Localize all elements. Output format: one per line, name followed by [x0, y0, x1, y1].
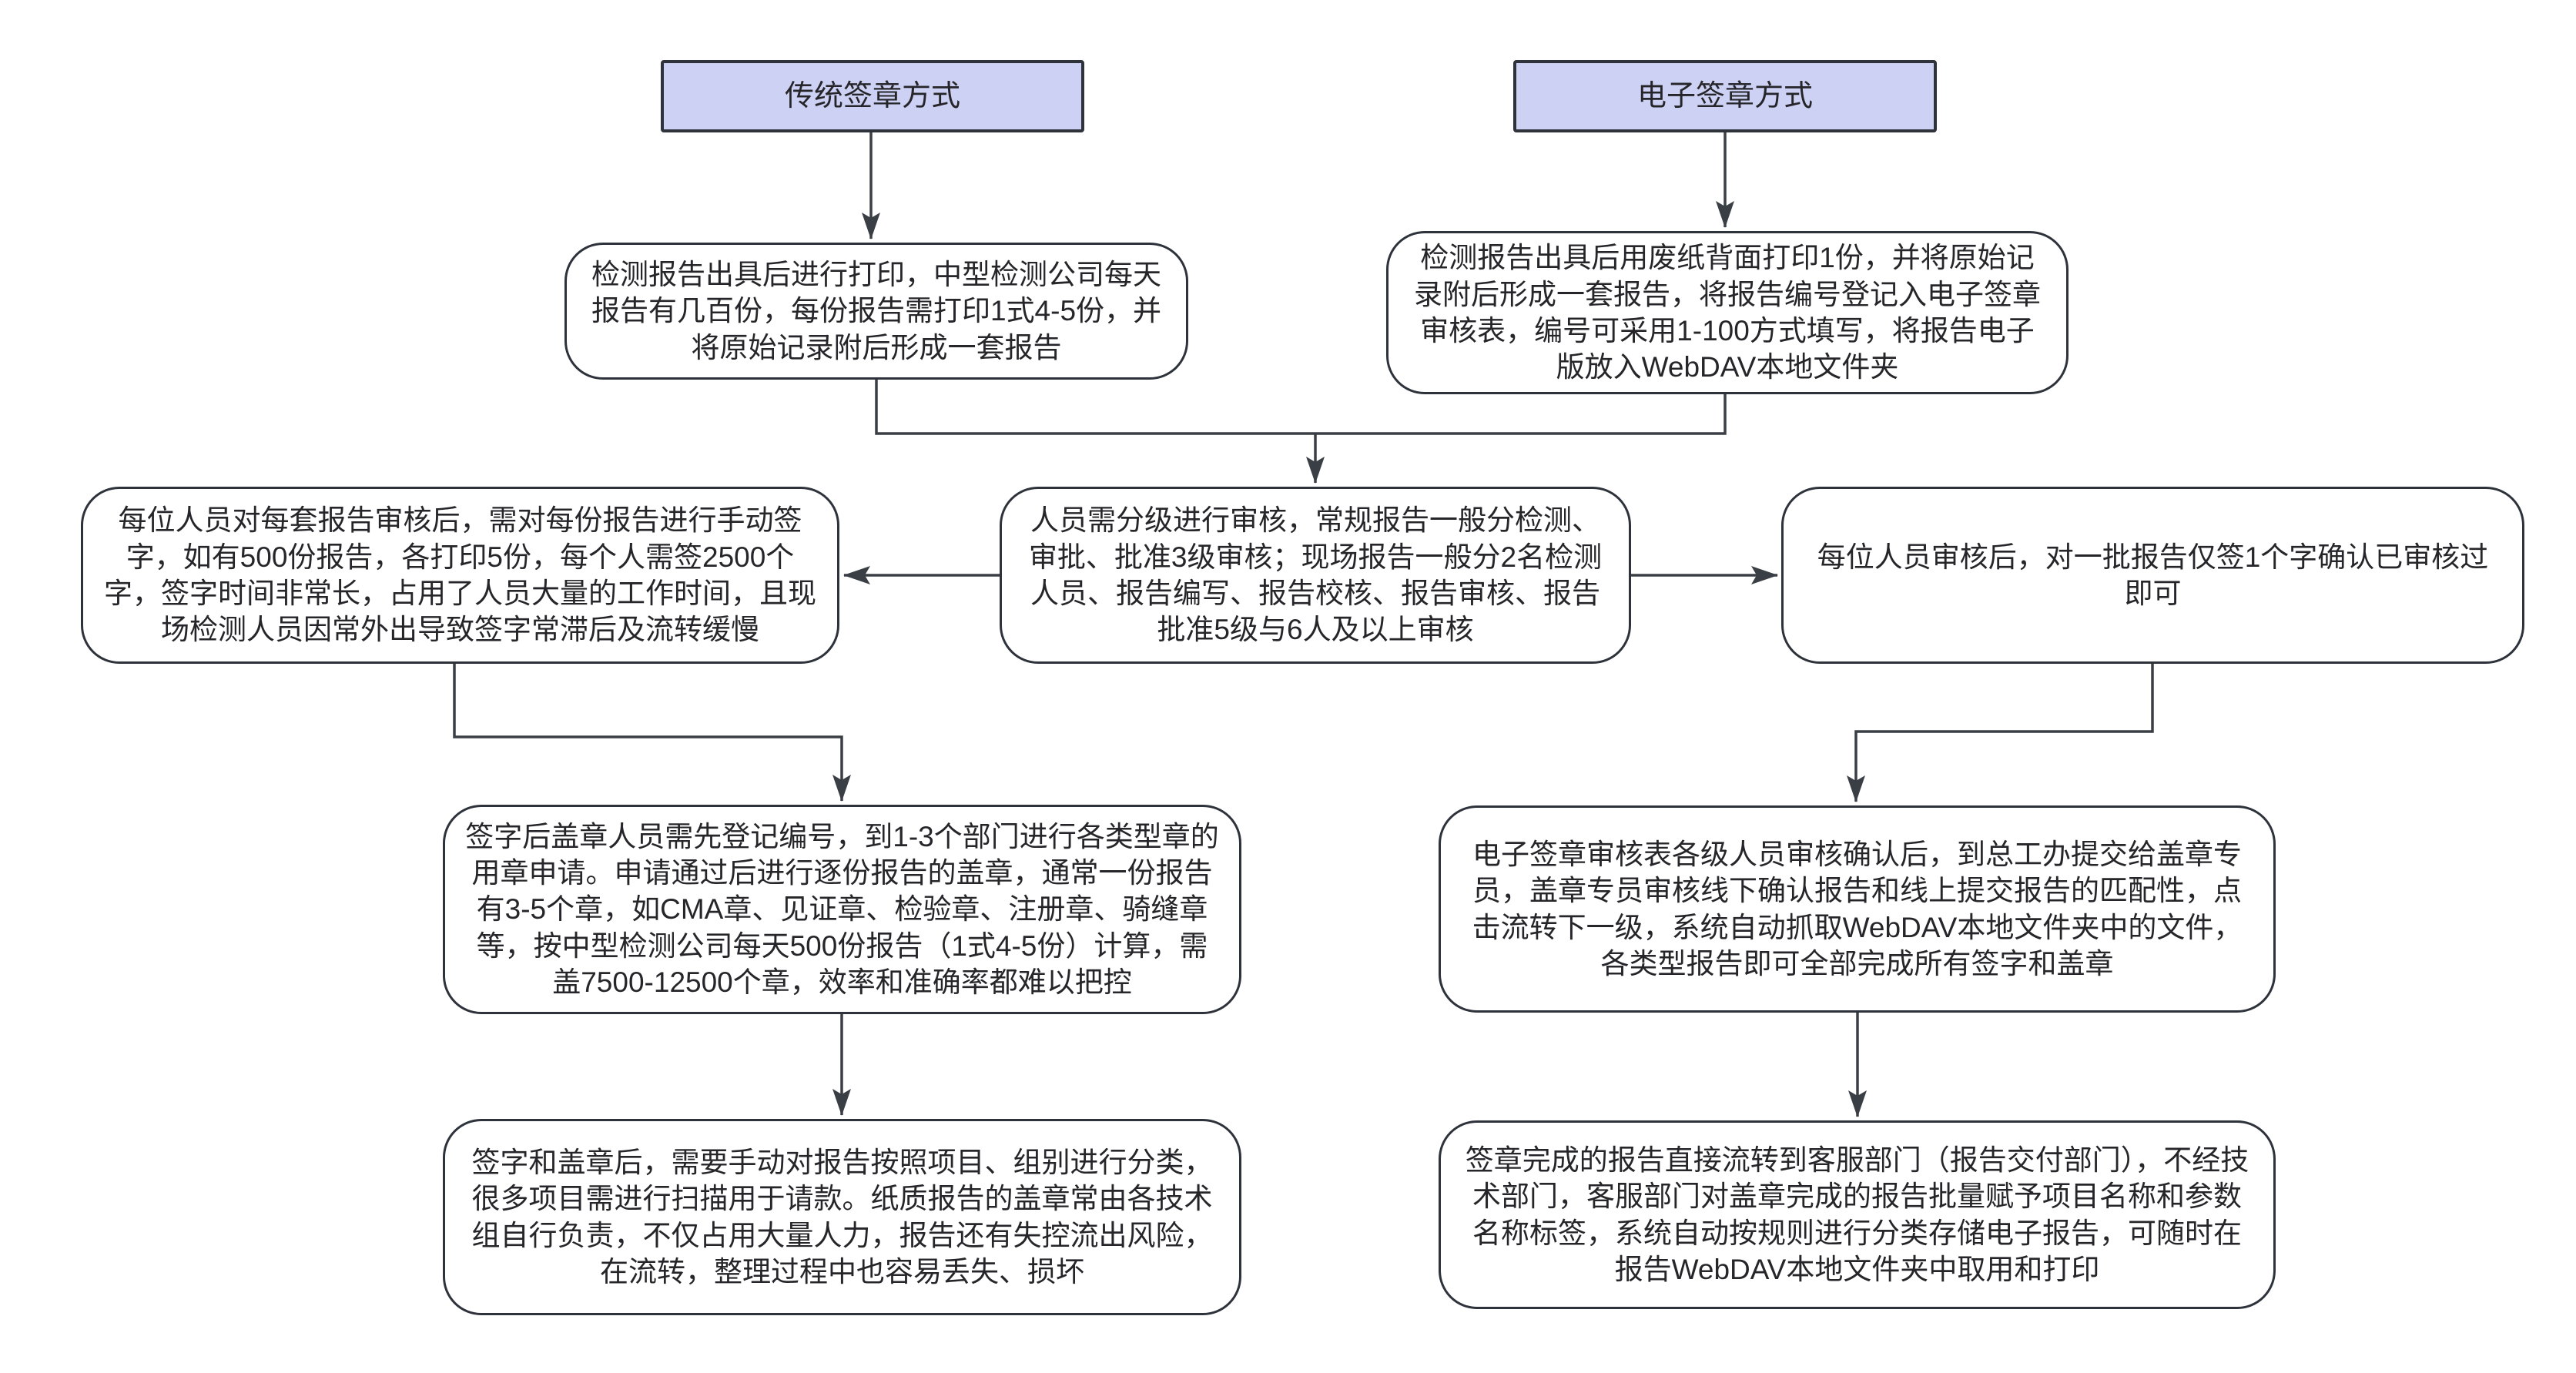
node-electronic-stamp: 电子签章审核表各级人员审核确认后，到总工办提交给盖章专员，盖章专员审核线下确认报… [1439, 805, 2276, 1013]
edge-elec-sign-to-stamp [1847, 664, 2154, 802]
node-electronic-sign: 每位人员审核后，对一批报告仅签1个字确认已审核过即可 [1781, 487, 2524, 664]
node-traditional-archive: 签字和盖章后，需要手动对报告按照项目、组别进行分类，很多项目需进行扫描用于请款。… [443, 1119, 1241, 1315]
node-electronic-print: 检测报告出具后用废纸背面打印1份，并将原始记录附后形成一套报告，将报告编号登记入… [1386, 231, 2069, 394]
node-review-levels: 人员需分级进行审核，常规报告一般分检测、审批、批准3级审核；现场报告一般分2名检… [1000, 487, 1631, 664]
node-traditional-print: 检测报告出具后进行打印，中型检测公司每天报告有几百份，每份报告需打印1式4-5份… [564, 243, 1188, 380]
node-traditional-header: 传统签章方式 [661, 60, 1084, 132]
node-traditional-sign: 每位人员对每套报告审核后，需对每份报告进行手动签字，如有500份报告，各打印5份… [81, 487, 839, 664]
edge-trad-sign-to-stamp [453, 664, 851, 802]
node-electronic-header: 电子签章方式 [1513, 60, 1937, 132]
node-electronic-archive: 签章完成的报告直接流转到客服部门（报告交付部门），不经技术部门，客服部门对盖章完… [1439, 1120, 2276, 1309]
edge-merge-prints [875, 380, 1727, 435]
node-traditional-stamp: 签字后盖章人员需先登记编号，到1-3个部门进行各类型章的用章申请。申请通过后进行… [443, 805, 1241, 1014]
